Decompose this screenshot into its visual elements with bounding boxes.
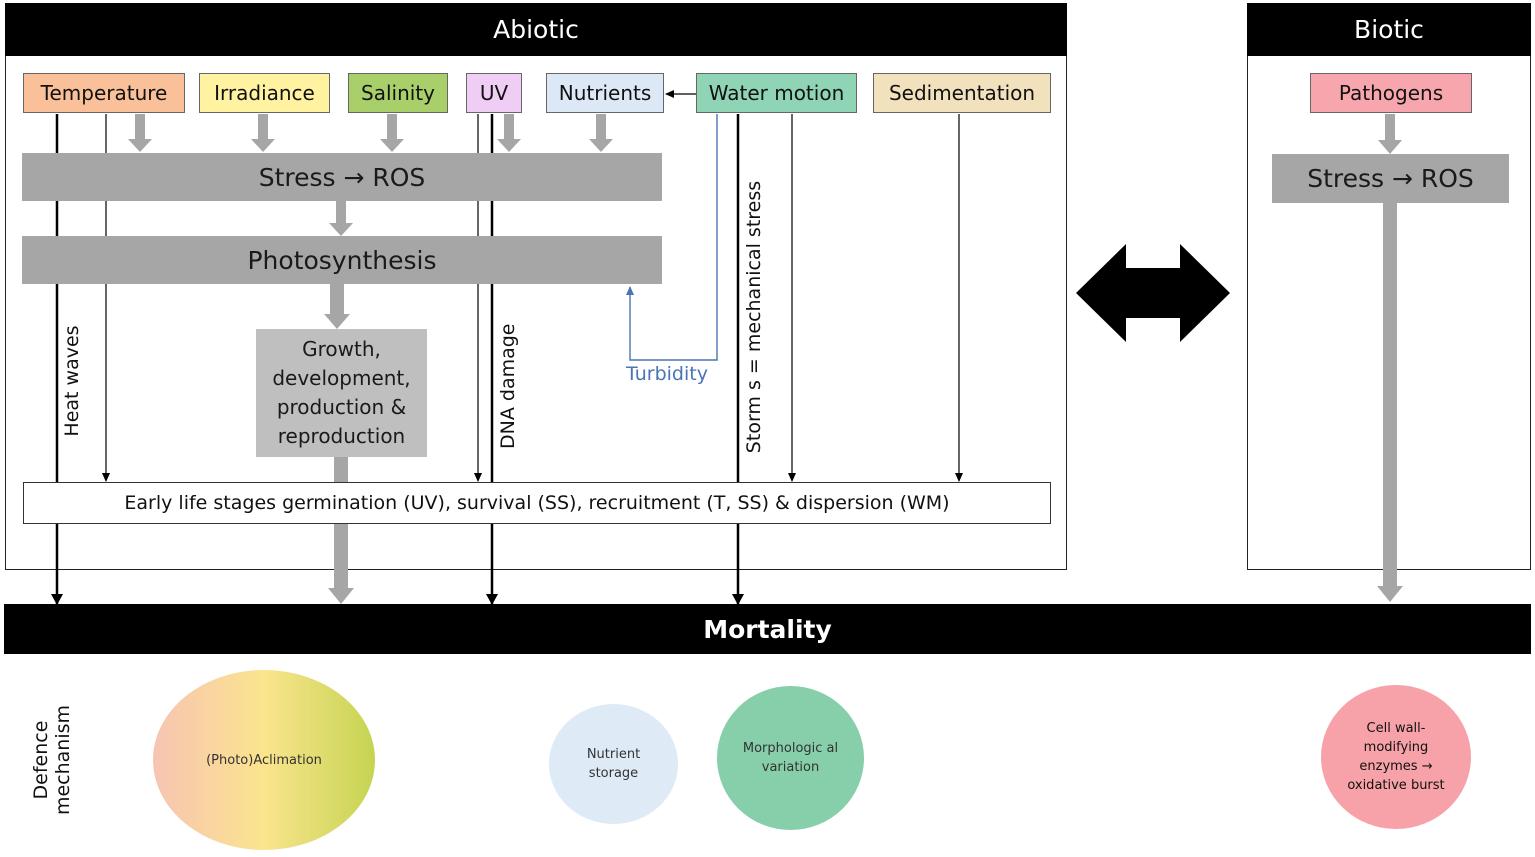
factor-temperature-label: Temperature — [40, 81, 168, 105]
factor-nutrients: Nutrients — [546, 73, 664, 113]
factor-irradiance-label: Irradiance — [214, 81, 315, 105]
morphological-variation-circle: Morphologic al variation — [717, 686, 864, 830]
factor-to-stress-arrows — [128, 114, 613, 152]
factor-irradiance: Irradiance — [199, 73, 330, 113]
biotic-stress-ros-bar: Stress → ROS — [1272, 154, 1509, 203]
factor-nutrients-label: Nutrients — [558, 81, 652, 105]
morphological-variation-label: Morphologic al variation — [742, 741, 839, 775]
biotic-title: Biotic — [1354, 15, 1424, 44]
growth-line-3: production & — [276, 395, 407, 419]
factor-water-motion: Water motion — [696, 73, 857, 113]
factor-pathogens: Pathogens — [1310, 73, 1472, 113]
defence-mechanism-label: Defence mechanism — [30, 690, 76, 830]
photosynthesis-to-growth-arrow — [324, 284, 350, 329]
photo-aclimation-label: (Photo)Aclimation — [206, 752, 322, 768]
abiotic-stress-ros-label: Stress → ROS — [258, 162, 426, 192]
growth-box: Growth, development, production & reprod… — [256, 329, 427, 457]
factor-salinity: Salinity — [348, 73, 448, 113]
photo-aclimation-circle: (Photo)Aclimation — [153, 670, 375, 850]
double-headed-arrow-icon — [1076, 244, 1230, 342]
growth-line-2: development, — [272, 366, 411, 390]
abiotic-stress-ros-bar: Stress → ROS — [22, 153, 662, 201]
factor-uv: UV — [466, 73, 522, 113]
nutrient-storage-circle: Nutrient storage — [549, 704, 678, 824]
factor-sedimentation: Sedimentation — [873, 73, 1051, 113]
nutrient-storage-label: Nutrient storage — [586, 747, 641, 781]
defence-line-1: Defence — [30, 720, 52, 800]
factor-sedimentation-label: Sedimentation — [888, 81, 1036, 105]
photosynthesis-bar: Photosynthesis — [22, 236, 662, 284]
cell-wall-enzymes-circle: Cell wall-modifying enzymes → oxidative … — [1321, 685, 1471, 829]
dna-damage-label: DNA damage — [497, 323, 519, 450]
early-life-stages-box: Early life stages germination (UV), surv… — [23, 482, 1051, 524]
mortality-bar: Mortality — [4, 604, 1531, 654]
biotic-stress-to-mortality-arrow — [1377, 203, 1403, 602]
mortality-label: Mortality — [703, 614, 832, 644]
turbidity-line — [626, 114, 718, 361]
defence-line-2: mechanism — [52, 704, 74, 816]
cell-wall-enzymes-label: Cell wall-modifying enzymes → oxidative … — [1347, 721, 1445, 793]
biotic-stress-ros-label: Stress → ROS — [1307, 164, 1474, 193]
photosynthesis-label: Photosynthesis — [247, 245, 437, 275]
abiotic-title: Abiotic — [493, 15, 579, 44]
early-life-stages-label: Early life stages germination (UV), surv… — [124, 492, 950, 514]
growth-line-1: Growth, — [302, 337, 381, 361]
factor-salinity-label: Salinity — [361, 81, 435, 105]
factor-temperature: Temperature — [23, 73, 185, 113]
biotic-header: Biotic — [1247, 3, 1531, 56]
heat-waves-label: Heat waves — [61, 325, 83, 437]
pathogens-to-stress-arrow — [1378, 114, 1402, 154]
factor-water-motion-label: Water motion — [708, 81, 845, 105]
turbidity-label: Turbidity — [626, 363, 708, 385]
factor-pathogens-label: Pathogens — [1338, 81, 1444, 105]
abiotic-header: Abiotic — [5, 3, 1067, 56]
growth-to-mortality-arrow — [328, 457, 354, 604]
factor-uv-label: UV — [479, 81, 509, 105]
growth-line-4: reproduction — [277, 424, 406, 448]
storms-label: Storm s = mechanical stress — [743, 180, 765, 454]
stress-to-photosynthesis-arrow — [329, 201, 353, 236]
